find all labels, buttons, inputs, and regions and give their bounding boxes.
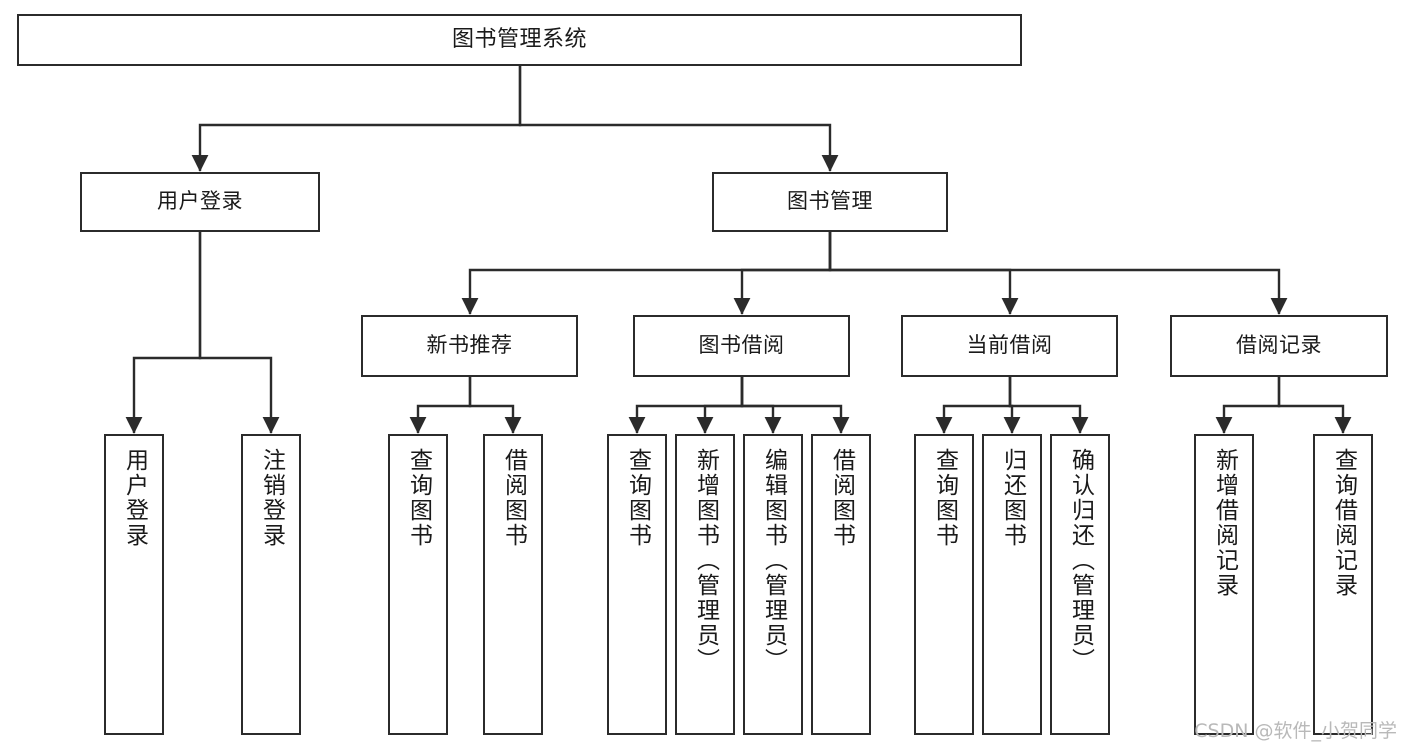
edge-current-borrow-to-leaf-cb-confirm: [1008, 377, 1089, 434]
node-label: 借阅图书: [828, 448, 855, 548]
node-label: 图书管理: [787, 189, 873, 214]
node-leaf-user-login[interactable]: 用户登录: [104, 434, 164, 735]
node-leaf-cb-confirm[interactable]: 确认归还（管理员）: [1050, 434, 1110, 735]
edge-borrow-record-to-leaf-br-query: [1277, 377, 1352, 434]
edge-book-manage-to-new-book-rec: [461, 232, 832, 315]
node-label: 新增借阅记录: [1211, 448, 1238, 598]
node-label: 查询图书: [624, 448, 651, 548]
edge-user-login-to-leaf-user-logout: [198, 232, 280, 434]
node-label: 借阅图书: [500, 448, 527, 548]
edge-new-book-rec-to-leaf-rec-borrow: [468, 377, 522, 434]
edge-borrow-record-to-leaf-br-add: [1215, 377, 1281, 434]
edge-book-manage-to-current-borrow: [828, 232, 1019, 315]
edge-current-borrow-to-leaf-cb-query: [935, 377, 1012, 434]
edge-book-borrow-to-leaf-bb-add: [696, 377, 744, 434]
edge-book-borrow-to-leaf-bb-borrow: [740, 377, 850, 434]
node-label: 归还图书: [999, 448, 1026, 548]
edge-user-login-to-leaf-user-login: [125, 232, 202, 434]
node-leaf-bb-query[interactable]: 查询图书: [607, 434, 667, 735]
edge-root-to-user-login: [191, 66, 522, 172]
edge-root-to-book-manage: [518, 66, 839, 172]
node-label: 新书推荐: [426, 333, 513, 358]
node-label: 注销登录: [258, 448, 285, 548]
node-leaf-user-logout[interactable]: 注销登录: [241, 434, 301, 735]
node-label: 新增图书（管理员）: [692, 448, 719, 673]
node-leaf-br-add[interactable]: 新增借阅记录: [1194, 434, 1254, 735]
node-label: 查询图书: [931, 448, 958, 548]
node-current-borrow[interactable]: 当前借阅: [901, 315, 1118, 377]
node-leaf-br-query[interactable]: 查询借阅记录: [1313, 434, 1373, 735]
node-label: 用户登录: [157, 189, 243, 214]
edge-book-manage-to-borrow-record: [828, 232, 1288, 315]
node-book-manage[interactable]: 图书管理: [712, 172, 948, 232]
node-leaf-cb-return[interactable]: 归还图书: [982, 434, 1042, 735]
edge-book-manage-to-book-borrow: [733, 232, 832, 315]
edge-new-book-rec-to-leaf-rec-query: [409, 377, 472, 434]
edge-paths: [125, 66, 1352, 434]
node-leaf-bb-add[interactable]: 新增图书（管理员）: [675, 434, 735, 735]
node-leaf-rec-query[interactable]: 查询图书: [388, 434, 448, 735]
node-book-borrow[interactable]: 图书借阅: [633, 315, 850, 377]
watermark: CSDN @软件_小贺同学: [1194, 720, 1397, 742]
node-label: 查询图书: [405, 448, 432, 548]
node-label: 图书管理系统: [451, 26, 587, 52]
node-new-book-rec[interactable]: 新书推荐: [361, 315, 578, 377]
node-root[interactable]: 图书管理系统: [17, 14, 1022, 66]
node-user-login[interactable]: 用户登录: [80, 172, 320, 232]
node-label: 用户登录: [121, 448, 148, 548]
node-label: 查询借阅记录: [1330, 448, 1357, 598]
node-label: 编辑图书（管理员）: [760, 448, 787, 673]
node-leaf-bb-borrow[interactable]: 借阅图书: [811, 434, 871, 735]
node-leaf-rec-borrow[interactable]: 借阅图书: [483, 434, 543, 735]
node-label: 图书借阅: [698, 333, 785, 358]
node-label: 借阅记录: [1236, 333, 1322, 358]
node-borrow-record[interactable]: 借阅记录: [1170, 315, 1388, 377]
node-label: 确认归还（管理员）: [1067, 448, 1094, 673]
node-leaf-cb-query[interactable]: 查询图书: [914, 434, 974, 735]
node-leaf-bb-edit[interactable]: 编辑图书（管理员）: [743, 434, 803, 735]
node-label: 当前借阅: [966, 333, 1053, 358]
